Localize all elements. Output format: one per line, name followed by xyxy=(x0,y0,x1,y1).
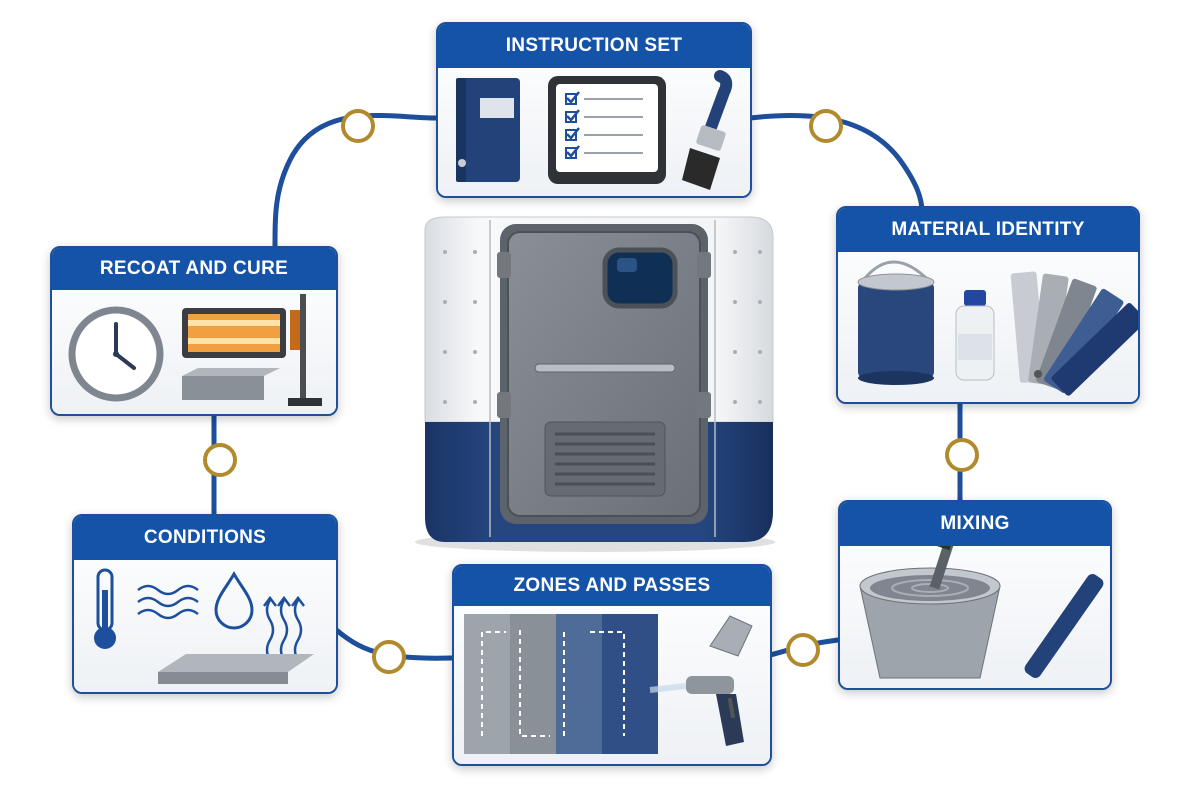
shelter-panel-illustration xyxy=(415,216,775,552)
connector-node xyxy=(372,640,406,674)
station-title: RECOAT AND CURE xyxy=(52,248,336,290)
airflow-icon xyxy=(137,584,199,620)
color-swatch-fan-icon xyxy=(1010,271,1138,396)
station-title: MATERIAL IDENTITY xyxy=(838,208,1138,252)
mixing-bucket-icon xyxy=(859,546,1001,679)
station-card-instruction-set: INSTRUCTION SET xyxy=(436,22,752,198)
spray-gun-icon xyxy=(649,615,753,746)
stir-stick-icon xyxy=(1024,574,1104,678)
station-card-material-identity: MATERIAL IDENTITY xyxy=(836,206,1140,404)
station-card-zones-and-passes: ZONES AND PASSES xyxy=(452,564,772,766)
connector-node xyxy=(786,633,820,667)
checklist-tablet-icon xyxy=(548,76,666,184)
evaporation-arrows-icon xyxy=(263,595,305,661)
connector-node xyxy=(945,438,979,472)
connector-node xyxy=(203,443,237,477)
station-title: CONDITIONS xyxy=(74,516,336,560)
clock-icon xyxy=(68,306,164,402)
binder-icon xyxy=(456,78,520,182)
connector-line xyxy=(272,112,439,251)
station-title: ZONES AND PASSES xyxy=(454,566,770,606)
station-card-mixing: MIXING xyxy=(838,500,1112,690)
connector-node xyxy=(809,109,843,143)
station-title: MIXING xyxy=(840,502,1110,546)
metal-plate-icon xyxy=(158,654,314,684)
station-title: INSTRUCTION SET xyxy=(438,24,750,68)
paint-can-icon xyxy=(857,260,935,385)
infrared-heater-icon xyxy=(182,294,322,406)
spray-zone-panel-icon xyxy=(464,614,658,754)
station-card-recoat-and-cure: RECOAT AND CURE xyxy=(50,246,338,416)
station-card-conditions: CONDITIONS xyxy=(72,514,338,694)
metal-plate-icon xyxy=(182,368,280,400)
water-drop-icon xyxy=(214,570,254,630)
connector-node xyxy=(341,109,375,143)
connector-line xyxy=(747,112,925,215)
paintbrush-icon xyxy=(682,70,733,190)
thermometer-icon xyxy=(94,568,116,649)
sample-bottle-icon xyxy=(955,290,995,381)
